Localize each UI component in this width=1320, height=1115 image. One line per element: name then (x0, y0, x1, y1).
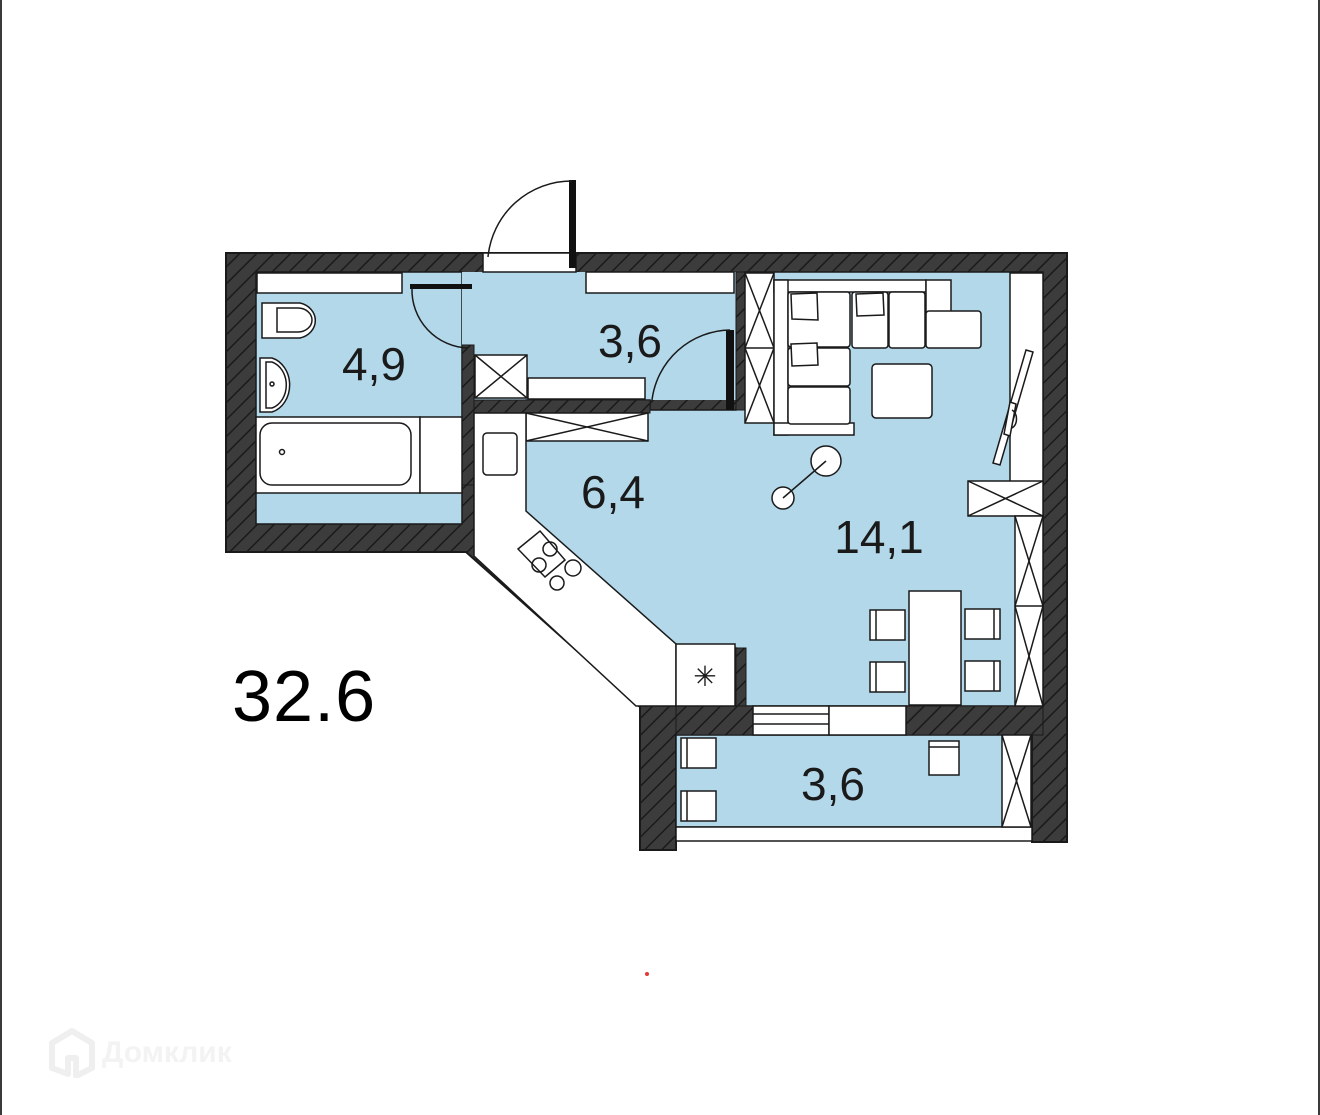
entrance-door-icon (482, 180, 577, 273)
domclick-house-logo-icon (49, 1028, 95, 1078)
balcony-door-icon (752, 705, 907, 736)
bathroom-fixtures (255, 272, 463, 494)
marker-dot (645, 972, 649, 976)
balcony-furniture (680, 734, 1032, 828)
living-door-icon (651, 329, 734, 410)
living-furniture (744, 272, 1044, 707)
total-area-label: 32.6 (232, 657, 377, 737)
hallway-furniture (474, 271, 735, 400)
watermark-text: Домклик (102, 1036, 232, 1069)
room-area-living-room: 14,1 (834, 511, 924, 563)
watermark: Домклик (48, 1028, 232, 1078)
room-area-balcony: 3,6 (801, 758, 865, 810)
fridge-icon: ✳ (693, 660, 716, 693)
room-area-bathroom: 4,9 (342, 338, 406, 390)
bathroom-door-icon (410, 284, 472, 349)
room-area-kitchen: 6,4 (581, 466, 645, 518)
room-area-hallway: 3,6 (598, 315, 662, 367)
kitchen-furniture: ✳ (473, 412, 736, 707)
